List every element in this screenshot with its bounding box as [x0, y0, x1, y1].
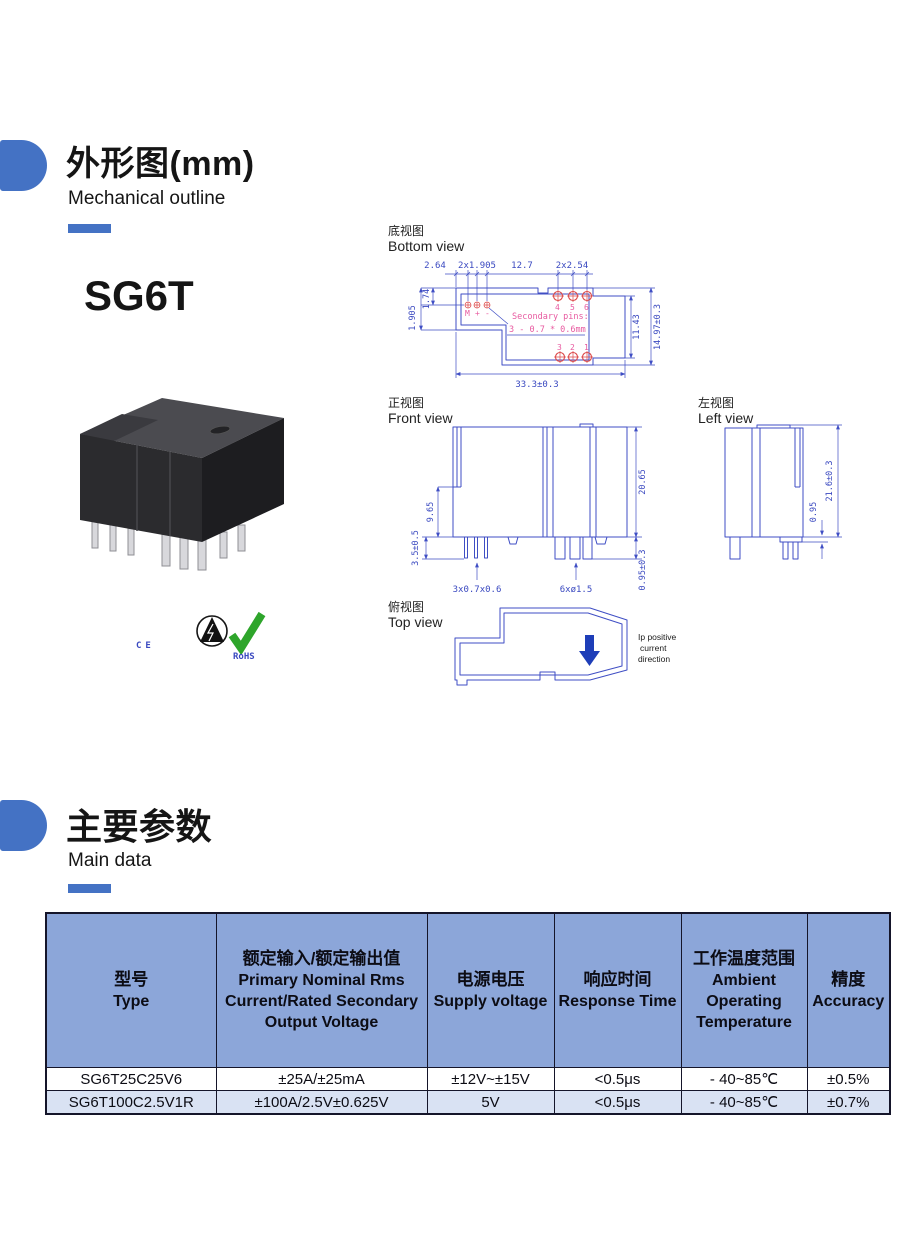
top-view-label: 俯视图 Top view — [388, 600, 442, 630]
svg-text:6: 6 — [584, 303, 589, 312]
top-view-label-zh: 俯视图 — [388, 600, 425, 614]
table-row: SG6T100C2.5V1R ±100A/2.5V±0.625V 5V <0.5… — [45, 1090, 891, 1115]
cell-temperature: - 40~85℃ — [680, 1090, 808, 1115]
section-subtitle-outline: Mechanical outline — [68, 188, 226, 209]
svg-text:Secondary pins:: Secondary pins: — [512, 312, 589, 322]
svg-text:-: - — [485, 309, 490, 318]
svg-text:21.6±0.3: 21.6±0.3 — [825, 461, 835, 502]
svg-text:3.5±0.5: 3.5±0.5 — [411, 530, 421, 566]
svg-text:1.905: 1.905 — [408, 305, 418, 331]
esd-symbol-icon — [196, 615, 228, 647]
svg-text:12.7: 12.7 — [511, 261, 533, 271]
cell-accuracy: ±0.5% — [806, 1067, 891, 1091]
svg-text:3 - 0.7 * 0.6mm: 3 - 0.7 * 0.6mm — [509, 325, 586, 335]
cell-supply: ±12V~±15V — [426, 1067, 555, 1091]
section-accent-pill — [0, 140, 47, 191]
section-subtitle-main: Main data — [68, 850, 152, 871]
svg-text:2.64: 2.64 — [424, 261, 446, 271]
cell-response: <0.5μs — [553, 1090, 682, 1115]
svg-text:3: 3 — [557, 343, 562, 352]
left-view-label-zh: 左视图 — [698, 396, 735, 410]
rohs-check-icon: RoHS — [228, 611, 266, 662]
svg-text:4: 4 — [555, 303, 560, 312]
section-title-main: 主要参数 — [66, 806, 213, 847]
svg-text:1.74: 1.74 — [422, 289, 432, 309]
cell-nominal: ±100A/2.5V±0.625V — [215, 1090, 428, 1115]
section-underline — [68, 224, 111, 233]
cell-supply: 5V — [426, 1090, 555, 1115]
bottom-view-label-zh: 底视图 — [388, 224, 425, 238]
left-view-label-en: Left view — [698, 410, 754, 426]
svg-text:3x0.7x0.6: 3x0.7x0.6 — [453, 585, 502, 595]
left-view-drawing: 21.6±0.3 0.95 — [724, 424, 842, 560]
cell-type: SG6T25C25V6 — [45, 1067, 217, 1091]
bottom-view-label-en: Bottom view — [388, 238, 465, 254]
svg-text:2x2.54: 2x2.54 — [556, 261, 589, 271]
front-view-drawing: 9.65 3.5±0.5 20.65 0.95±0.3 3x0.7x0.6 6x… — [411, 423, 648, 595]
svg-text:M: M — [465, 309, 470, 318]
svg-text:0.95±0.3: 0.95±0.3 — [638, 550, 648, 591]
bottom-view-label: 底视图 Bottom view — [388, 224, 464, 254]
front-view-label-en: Front view — [388, 410, 453, 426]
product-image — [80, 398, 284, 571]
cell-temperature: - 40~85℃ — [680, 1067, 808, 1091]
svg-text:Ip positive: Ip positive — [638, 632, 677, 642]
left-view-label: 左视图 Left view — [698, 396, 753, 426]
svg-text:direction: direction — [638, 654, 670, 664]
product-name: SG6T — [84, 272, 194, 319]
cell-type: SG6T100C2.5V1R — [45, 1090, 217, 1115]
svg-text:14.97±0.3: 14.97±0.3 — [653, 304, 663, 350]
front-view-label: 正视图 Front view — [388, 396, 453, 426]
svg-text:11.43: 11.43 — [632, 314, 642, 340]
section-title-outline: 外形图(mm) — [66, 145, 255, 183]
front-view-label-zh: 正视图 — [388, 396, 425, 410]
svg-text:6xø1.5: 6xø1.5 — [560, 585, 593, 595]
cell-nominal: ±25A/±25mA — [215, 1067, 428, 1091]
section-underline — [68, 884, 111, 893]
top-view-drawing: Ip positive current direction — [454, 607, 677, 686]
svg-text:current: current — [640, 643, 667, 653]
svg-text:9.65: 9.65 — [426, 502, 436, 522]
bottom-view-drawing: M + - 4 5 6 3 2 1 Secondary pins: 3 - 0.… — [408, 261, 663, 390]
svg-text:20.65: 20.65 — [638, 469, 648, 495]
svg-text:0.95: 0.95 — [809, 502, 819, 522]
svg-text:5: 5 — [570, 303, 575, 312]
ce-mark-icon: CE — [136, 641, 155, 651]
cell-response: <0.5μs — [553, 1067, 682, 1091]
svg-text:1: 1 — [584, 343, 589, 352]
svg-text:2x1.905: 2x1.905 — [458, 261, 496, 271]
current-direction-arrow-icon — [579, 635, 600, 666]
svg-text:+: + — [475, 309, 480, 318]
table-row: SG6T25C25V6 ±25A/±25mA ±12V~±15V <0.5μs … — [45, 1067, 891, 1091]
section-accent-pill — [0, 800, 47, 851]
svg-text:RoHS: RoHS — [233, 652, 255, 662]
certification-marks: CE RoHS — [136, 611, 266, 662]
svg-text:2: 2 — [570, 343, 575, 352]
cell-accuracy: ±0.7% — [806, 1090, 891, 1115]
svg-text:33.3±0.3: 33.3±0.3 — [515, 380, 558, 390]
top-view-label-en: Top view — [388, 614, 443, 630]
